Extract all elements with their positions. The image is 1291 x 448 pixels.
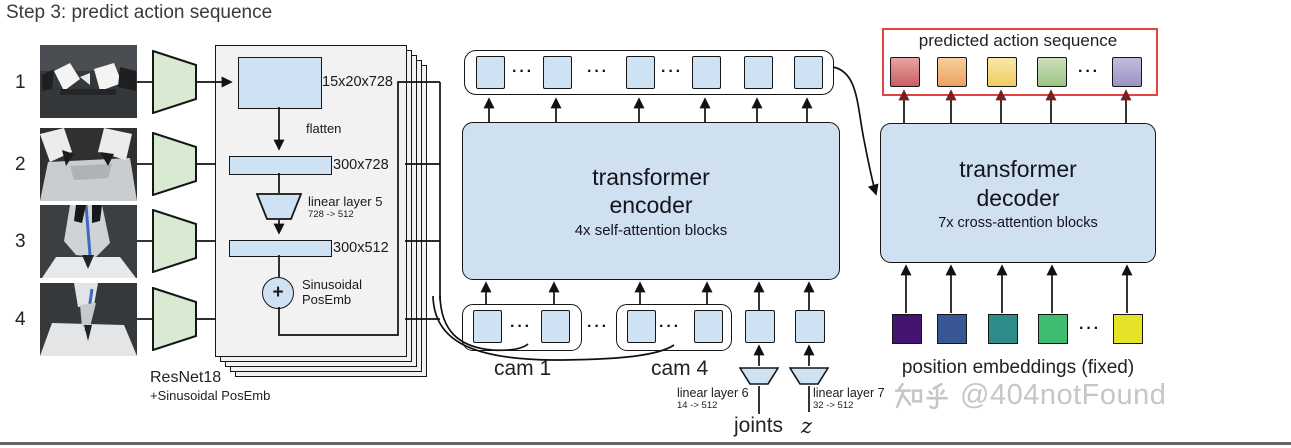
cam1-token: [473, 310, 502, 343]
resnet-caption: ResNet18: [150, 369, 222, 386]
linear-layer-7-trapezoid: [788, 367, 830, 390]
cam1-token: [541, 310, 570, 343]
watermark: @404notFound: [893, 379, 1166, 412]
proj-shape-label: 300x512: [333, 240, 389, 256]
output-token: [744, 56, 773, 89]
ellipsis: ···: [510, 318, 532, 335]
decoder-title-line2: decoder: [976, 184, 1060, 211]
output-token: [794, 56, 823, 89]
feature-shape-label: 15x20x728: [322, 74, 393, 90]
linear-layer-5-trapezoid: [255, 193, 303, 225]
joints-token: [745, 310, 775, 343]
camera-1-number: 1: [15, 72, 26, 93]
action-token-3: [987, 57, 1017, 87]
pos-emb-4: [1038, 314, 1068, 344]
transformer-encoder-box: transformer encoder 4x self-attention bl…: [462, 122, 840, 280]
linear-layer-5-label: linear layer 5: [308, 194, 383, 209]
plus-circle-icon: +: [262, 277, 294, 309]
pos-emb-1: [892, 314, 922, 344]
ellipsis: ···: [512, 63, 534, 80]
position-embeddings-label: position embeddings (fixed): [901, 357, 1135, 378]
ellipsis: ···: [661, 63, 683, 80]
cam4-token: [627, 310, 656, 343]
bottom-divider: [0, 442, 1291, 445]
predicted-action-title: predicted action sequence: [918, 31, 1118, 50]
linear-layer-7-dims: 32 -> 512: [813, 400, 854, 411]
joints-label: joints: [734, 414, 784, 437]
output-token: [543, 56, 572, 89]
ellipsis: ···: [1079, 320, 1101, 337]
latent-z-label: z: [801, 414, 813, 438]
linear-layer-6-label: linear layer 6: [677, 386, 749, 400]
camera-4-number: 4: [15, 309, 26, 330]
flat-shape-label: 300x728: [333, 157, 389, 173]
resnet-trapezoid-2: [152, 131, 197, 201]
feature-map-box: [238, 57, 322, 109]
camera-4-image: [40, 283, 137, 356]
pos-emb-2: [937, 314, 967, 344]
action-token-2: [937, 57, 967, 87]
sinusoidal-label-1: Sinusoidal: [302, 277, 362, 292]
ellipsis: ···: [587, 63, 609, 80]
output-token: [692, 56, 721, 89]
resnet-trapezoid-3: [152, 208, 197, 278]
cam1-label: cam 1: [494, 357, 552, 380]
linear-layer-6-trapezoid: [738, 367, 780, 390]
zhihu-brand-glyph: [894, 382, 949, 409]
pos-emb-5: [1113, 314, 1143, 344]
action-token-5: [1112, 57, 1142, 87]
ellipsis: ···: [587, 318, 609, 335]
action-token-4: [1037, 57, 1067, 87]
encoder-title-line1: transformer: [592, 163, 710, 190]
camera-3-image: [40, 205, 137, 278]
resnet-trapezoid-4: [152, 286, 197, 356]
watermark-handle: @404notFound: [960, 379, 1167, 411]
encoder-subtitle: 4x self-attention blocks: [574, 222, 728, 240]
output-token: [476, 56, 505, 89]
resnet-posemb-caption: +Sinusoidal PosEmb: [150, 388, 271, 403]
ellipsis: ···: [659, 318, 681, 335]
action-token-1: [890, 57, 920, 87]
linear-layer-7-label: linear layer 7: [813, 386, 885, 400]
decoder-title-line1: transformer: [959, 156, 1077, 183]
transformer-decoder-box: transformer decoder 7x cross-attention b…: [880, 123, 1156, 263]
flatten-label: flatten: [306, 121, 342, 136]
page-title: Step 3: predict action sequence: [6, 2, 273, 23]
projected-bar: [229, 240, 332, 257]
camera-2-image: [40, 128, 137, 201]
ellipsis: ···: [1078, 63, 1100, 80]
camera-1-image: [40, 45, 137, 118]
resnet-trapezoid-1: [152, 49, 197, 119]
pos-emb-3: [988, 314, 1018, 344]
latent-token: [795, 310, 825, 343]
camera-3-number: 3: [15, 231, 26, 252]
decoder-subtitle: 7x cross-attention blocks: [938, 214, 1098, 231]
camera-2-number: 2: [15, 154, 26, 175]
linear-layer-6-dims: 14 -> 512: [677, 400, 718, 411]
linear-layer-5-dims: 728 -> 512: [308, 209, 354, 220]
cam4-token: [694, 310, 723, 343]
cam4-label: cam 4: [651, 357, 709, 380]
output-token: [626, 56, 655, 89]
encoder-title-line2: encoder: [609, 192, 693, 218]
sinusoidal-label-2: PosEmb: [302, 292, 352, 307]
flattened-bar: [229, 156, 332, 175]
